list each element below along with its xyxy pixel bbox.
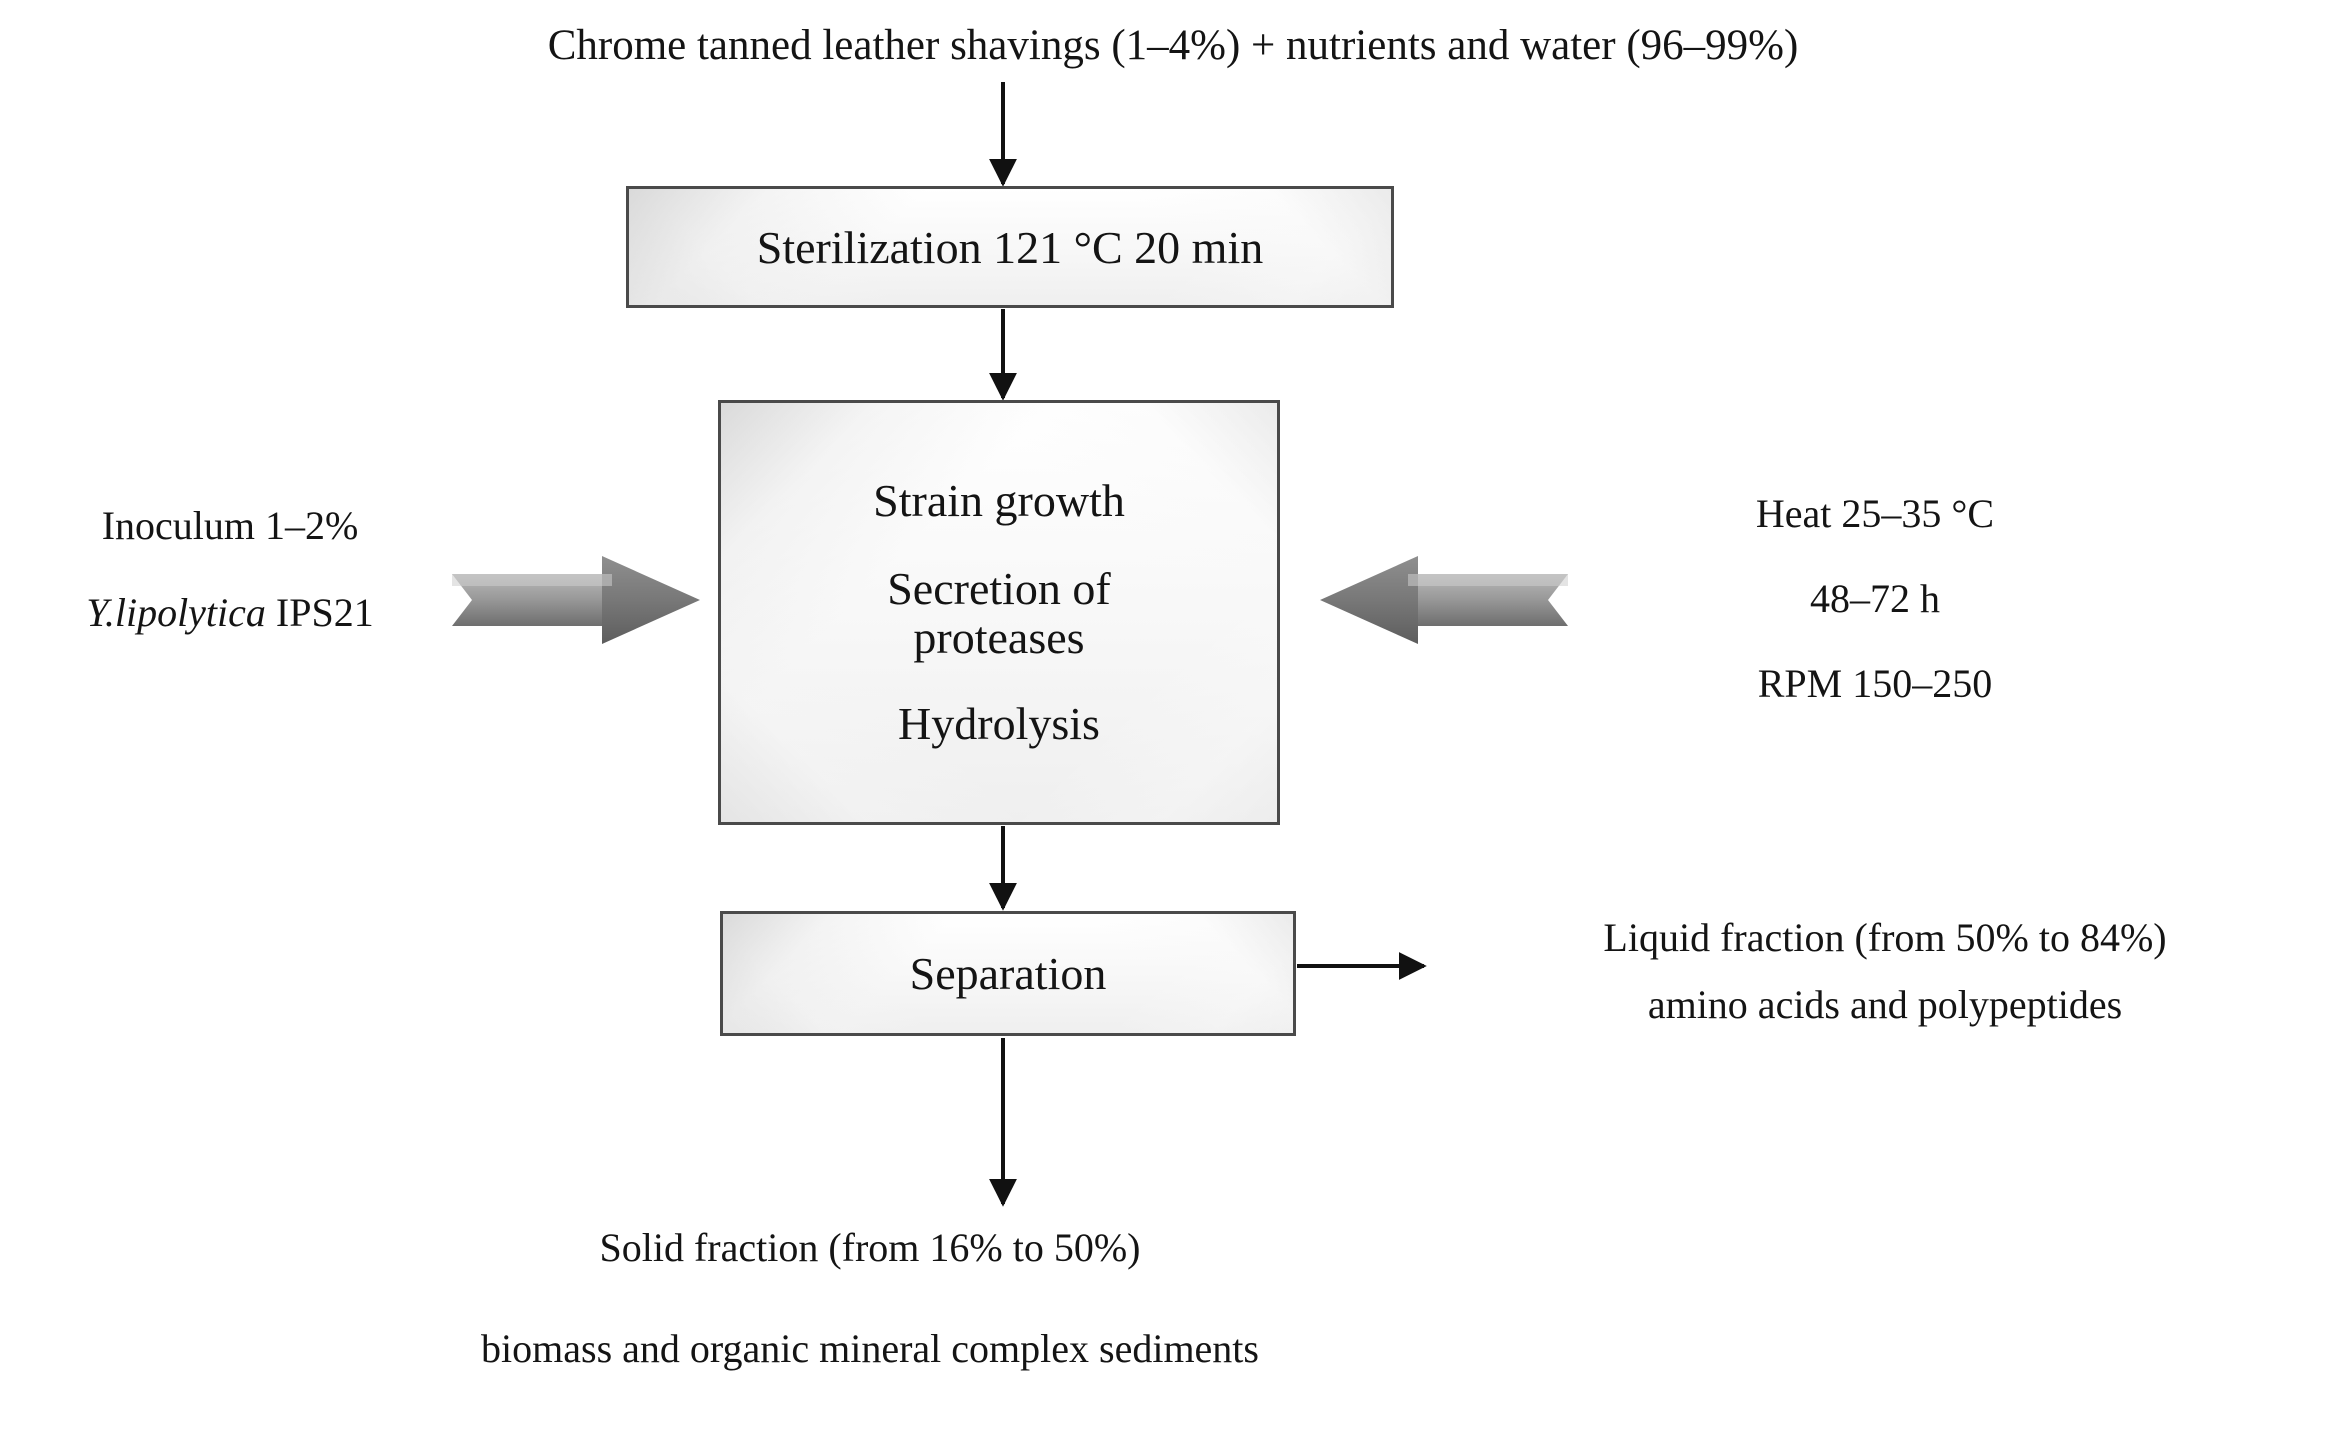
solid-fraction-line2: biomass and organic mineral complex sedi… — [481, 1325, 1259, 1371]
process-conditions-note: Heat 25–35 °C 48–72 h RPM 150–250 — [1640, 488, 2110, 710]
block-arrow-right-icon — [452, 556, 700, 644]
condition-rpm: RPM 150–250 — [1757, 660, 1993, 706]
species-name: Y.lipolytica — [86, 589, 266, 635]
separation-label: Separation — [909, 948, 1107, 999]
process-box-sterilization[interactable]: Sterilization 121 °C 20 min — [626, 186, 1394, 308]
inoculum-strain-line: Y.lipolytica IPS21 — [10, 587, 450, 640]
bioprocess-line-strain-growth: Strain growth — [873, 474, 1125, 526]
liquid-fraction-line1: Liquid fraction (from 50% to 84%) — [1603, 915, 2167, 960]
liquid-fraction-note: Liquid fraction (from 50% to 84%) amino … — [1440, 912, 2330, 1032]
bioprocess-line-hydrolysis: Hydrolysis — [898, 697, 1100, 749]
solid-fraction-line1: Solid fraction (from 16% to 50%) — [599, 1225, 1141, 1270]
process-box-separation[interactable]: Separation — [720, 911, 1296, 1036]
inoculum-note: Inoculum 1–2% Y.lipolytica IPS21 — [10, 500, 450, 640]
bioprocess-line-secretion: Secretion of — [887, 563, 1111, 615]
process-box-bioprocess[interactable]: Strain growth Secretion of proteases Hyd… — [718, 400, 1280, 825]
sterilization-label: Sterilization 121 °C 20 min — [756, 221, 1264, 273]
inoculum-line1: Inoculum 1–2% — [101, 503, 359, 548]
solid-fraction-note: Solid fraction (from 16% to 50%) biomass… — [270, 1222, 1470, 1376]
bioprocess-label-group: Strain growth Secretion of proteases Hyd… — [873, 474, 1125, 749]
condition-duration: 48–72 h — [1810, 575, 1940, 621]
condition-temperature: Heat 25–35 °C — [1755, 491, 1995, 536]
strain-code: IPS21 — [265, 589, 374, 635]
input-material-label: Chrome tanned leather shavings (1–4%) + … — [547, 22, 1799, 69]
liquid-fraction-line2: amino acids and polypeptides — [1647, 981, 2123, 1027]
block-arrow-left-icon — [1320, 556, 1568, 644]
bioprocess-line-proteases: proteases — [913, 611, 1085, 663]
